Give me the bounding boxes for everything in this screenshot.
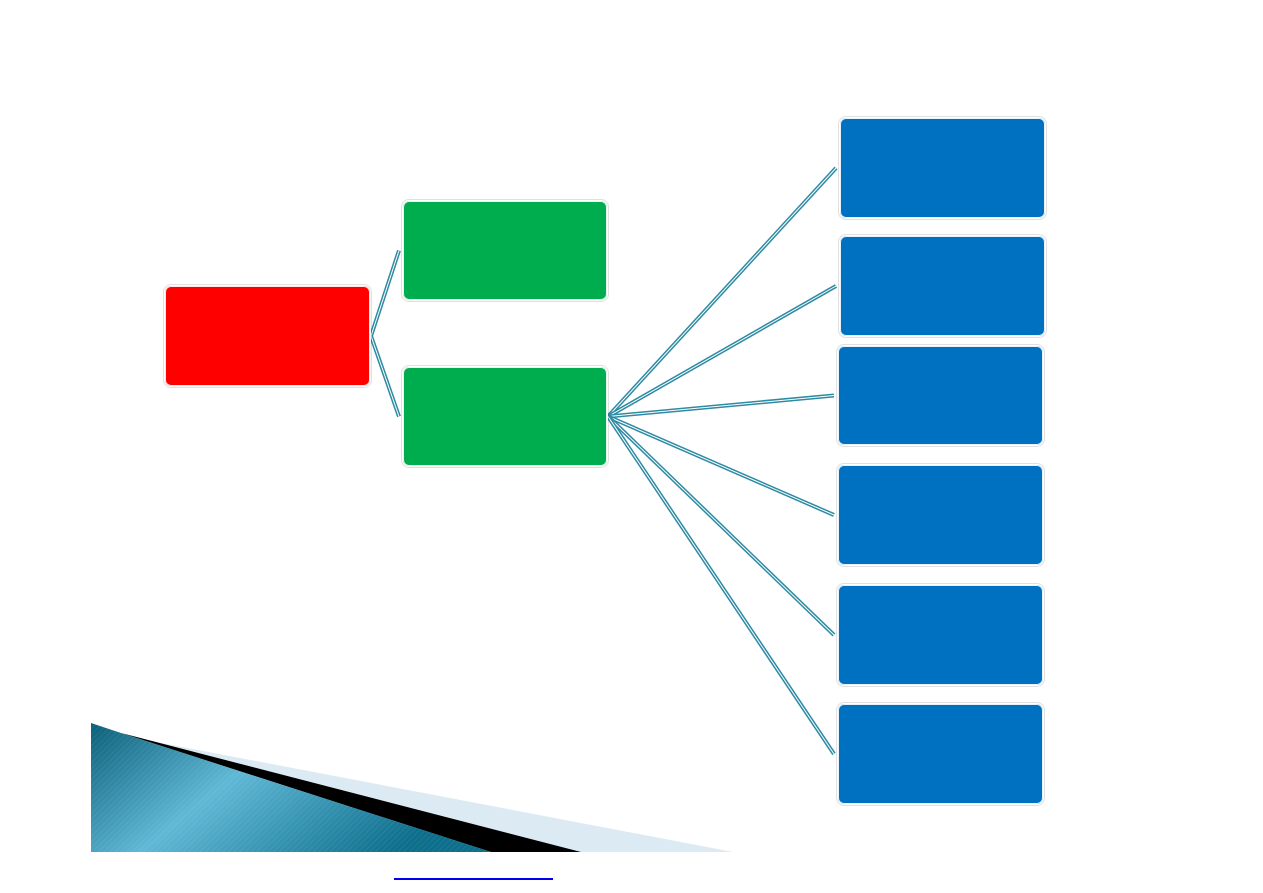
leaf-node-3 (836, 344, 1045, 447)
leaf-node-5 (836, 583, 1045, 687)
connector-middle-2-leaf-5-highlight (607, 416, 835, 636)
footer-link[interactable] (394, 862, 553, 880)
decorative-corner-wedge (91, 723, 733, 852)
leaf-node-4 (836, 463, 1045, 567)
connector-middle-2-leaf-2-highlight (607, 285, 837, 417)
wedge-light-band (151, 741, 733, 852)
leaf-node-1 (838, 116, 1047, 220)
connector-root-middle-2-highlight (370, 335, 400, 417)
middle-node-2 (401, 365, 609, 468)
connector-middle-2-leaf-1-highlight (607, 167, 837, 417)
leaf-node-6 (836, 702, 1045, 806)
connector-middle-2-leaf-3-highlight (607, 395, 835, 417)
root-node (163, 284, 372, 388)
leaf-node-2 (838, 234, 1047, 338)
connector-middle-2-leaf-6-highlight (607, 416, 835, 755)
wedge-black-band (121, 733, 581, 852)
connector-root-middle-1-highlight (370, 250, 400, 337)
connector-middle-2-leaf-4-highlight (607, 416, 835, 516)
middle-node-1 (401, 199, 609, 302)
